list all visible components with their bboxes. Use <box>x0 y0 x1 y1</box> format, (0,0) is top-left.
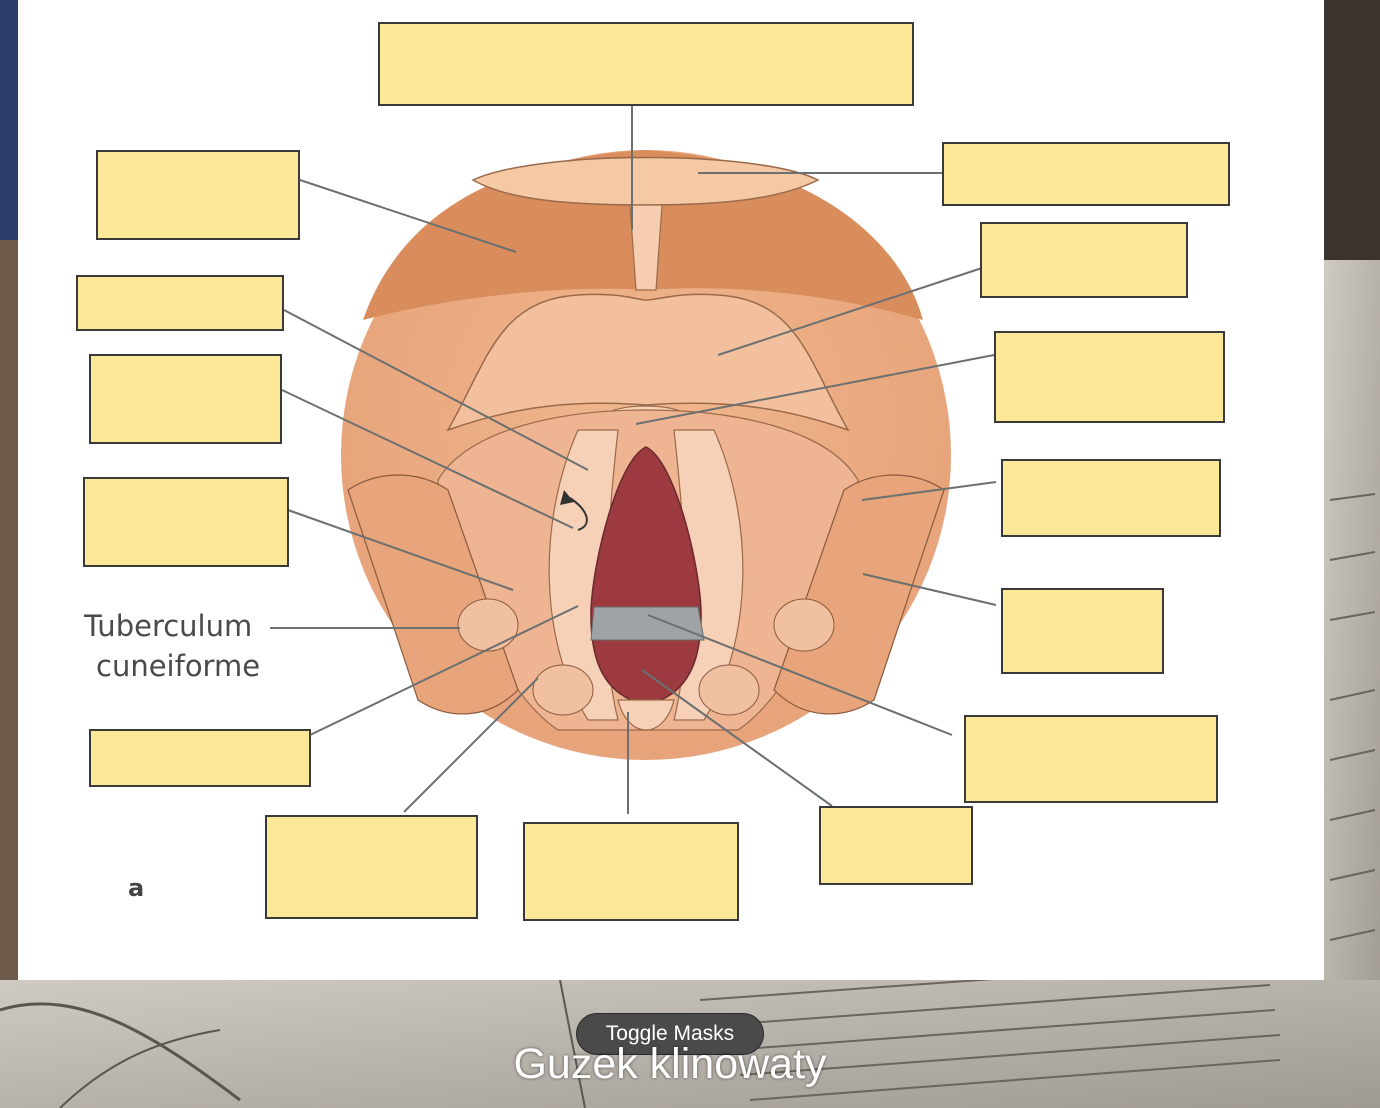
label-line-1: Tuberculum <box>84 609 253 643</box>
leader-lines <box>270 105 997 814</box>
right-corniculate-tubercle <box>698 664 760 716</box>
mask-right-1[interactable] <box>942 142 1230 206</box>
mask-left-4[interactable] <box>83 477 289 567</box>
mask-right-6[interactable] <box>964 715 1218 803</box>
mask-bottom-3[interactable] <box>819 806 973 885</box>
vocal-fold-band <box>590 606 705 641</box>
answer-text: Guzek klinowaty <box>513 1040 827 1088</box>
tuberculum-cuneiforme-label: Tuberculum cuneiforme <box>84 606 260 686</box>
mask-right-5[interactable] <box>1001 588 1164 674</box>
toggle-masks-button[interactable]: Toggle Masks <box>576 1013 764 1055</box>
ventricle-arrow <box>569 497 588 531</box>
epiglottis <box>446 293 850 432</box>
mask-right-4[interactable] <box>1001 459 1221 537</box>
interarytenoid-notch <box>617 699 675 731</box>
larynx-diagram <box>270 105 997 814</box>
left-cuneiform-tubercle <box>457 598 519 652</box>
left-corniculate-tubercle <box>532 664 594 716</box>
right-aryepiglottic-fold <box>773 474 945 715</box>
mask-bottom-2[interactable] <box>523 822 739 921</box>
arrow-head <box>560 490 574 505</box>
mask-right-3[interactable] <box>994 331 1225 423</box>
right-cuneiform-tubercle <box>773 598 835 652</box>
mask-left-1[interactable] <box>96 150 300 240</box>
median-fold <box>629 204 663 291</box>
mask-bottom-1[interactable] <box>265 815 478 919</box>
mask-left-2[interactable] <box>76 275 284 331</box>
mask-left-5[interactable] <box>89 729 311 787</box>
mask-top-center[interactable] <box>378 22 914 106</box>
mask-left-3[interactable] <box>89 354 282 444</box>
lingual-tonsil <box>471 156 820 206</box>
diagram-card: Tuberculum cuneiforme a <box>18 0 1324 980</box>
mask-right-2[interactable] <box>980 222 1188 298</box>
label-line-2: cuneiforme <box>96 649 261 683</box>
figure-letter: a <box>128 874 145 902</box>
